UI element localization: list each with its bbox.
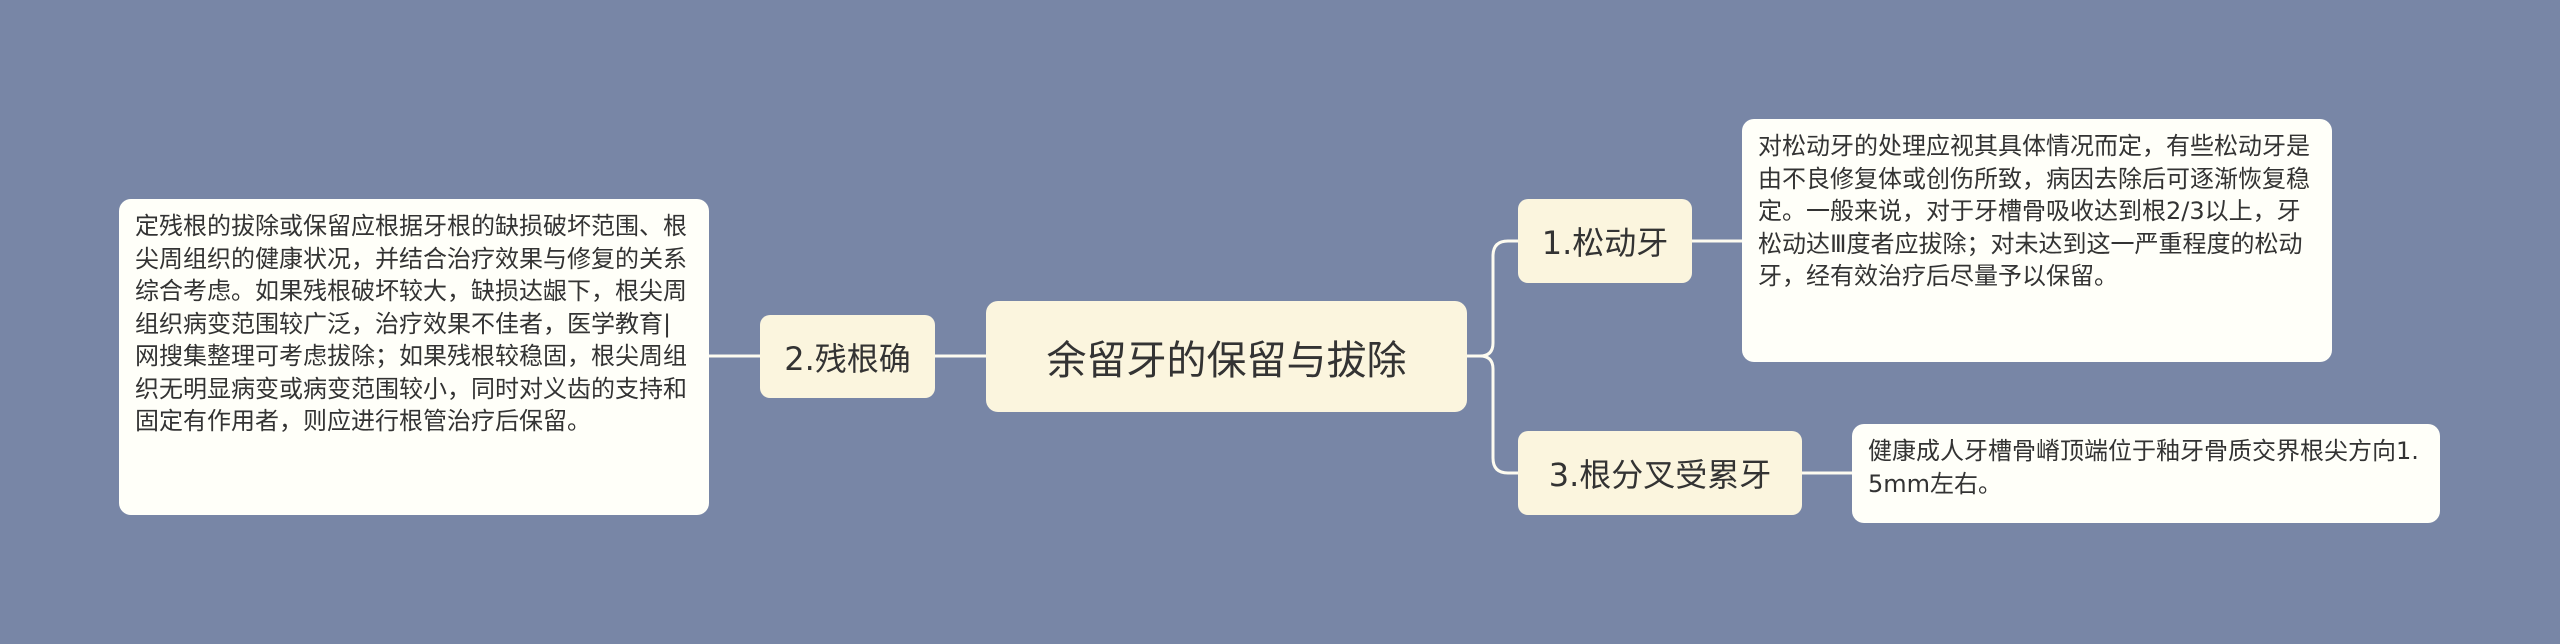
note-branch-3-text: 健康成人牙槽骨嵴顶端位于釉牙骨质交界根尖方向1.5mm左右。 bbox=[1868, 437, 2419, 498]
branch-topic-3-label: 3.根分叉受累牙 bbox=[1548, 456, 1772, 494]
note-branch-3[interactable]: 健康成人牙槽骨嵴顶端位于釉牙骨质交界根尖方向1.5mm左右。 bbox=[1852, 424, 2440, 523]
root-topic-label: 余留牙的保留与拔除 bbox=[1046, 337, 1407, 384]
root-topic[interactable]: 余留牙的保留与拔除 bbox=[986, 301, 1467, 412]
note-branch-2[interactable]: 定残根的拔除或保留应根据牙根的缺损破坏范围、根尖周组织的健康状况，并结合治疗效果… bbox=[119, 199, 709, 515]
note-branch-1-text: 对松动牙的处理应视其具体情况而定，有些松动牙是由不良修复体或创伤所致，病因去除后… bbox=[1758, 132, 2310, 290]
note-branch-1[interactable]: 对松动牙的处理应视其具体情况而定，有些松动牙是由不良修复体或创伤所致，病因去除后… bbox=[1742, 119, 2332, 362]
connector-root-branch1 bbox=[1465, 239, 1520, 358]
branch-topic-1[interactable]: 1.松动牙 bbox=[1518, 199, 1692, 283]
note-branch-2-text: 定残根的拔除或保留应根据牙根的缺损破坏范围、根尖周组织的健康状况，并结合治疗效果… bbox=[135, 212, 687, 435]
connector-root-branch3 bbox=[1465, 354, 1520, 475]
branch-topic-2-label: 2.残根确 bbox=[784, 339, 911, 378]
branch-topic-2[interactable]: 2.残根确 bbox=[760, 315, 935, 398]
branch-topic-1-label: 1.松动牙 bbox=[1541, 224, 1669, 262]
branch-topic-3[interactable]: 3.根分叉受累牙 bbox=[1518, 431, 1802, 515]
